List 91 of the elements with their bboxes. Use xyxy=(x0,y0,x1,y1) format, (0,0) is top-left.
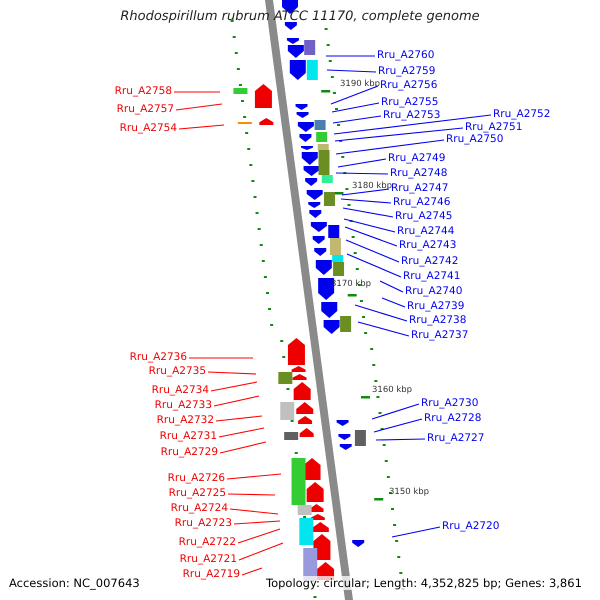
gene-label: Rru_A2724 xyxy=(170,502,228,515)
leader-line xyxy=(210,381,258,392)
gene-label: Rru_A2758 xyxy=(114,85,172,98)
gene-label: Rru_A2719 xyxy=(182,568,240,581)
gene-label: Rru_A2732 xyxy=(156,414,214,427)
gene-label: Rru_A2748 xyxy=(390,167,448,180)
gene-label: Rru_A2740 xyxy=(405,285,462,298)
leader-line xyxy=(344,218,396,233)
gene-label: Rru_A2739 xyxy=(407,300,464,313)
gene-label: Rru_A2757 xyxy=(116,103,174,116)
leader-line xyxy=(336,139,444,155)
leader-line xyxy=(234,520,280,525)
gene-label: Rru_A2736 xyxy=(130,351,187,364)
leader-line xyxy=(326,55,375,57)
leader-line xyxy=(218,427,264,438)
gene-label: Rru_A2743 xyxy=(399,239,456,252)
leader-line xyxy=(189,357,253,359)
leader-line xyxy=(208,371,256,375)
title: Rhodospirillum rubrum ATCC 11170, complete genome xyxy=(119,9,481,24)
gene-label: Rru_A2730 xyxy=(421,397,478,410)
leader-line xyxy=(374,418,422,433)
scale-label: 3180 kbp xyxy=(352,182,392,191)
gene-label: Rru_A2746 xyxy=(393,196,450,209)
gene-label: Rru_A2751 xyxy=(465,121,522,134)
gene-label: Rru_A2731 xyxy=(160,430,217,443)
gene-label: Rru_A2735 xyxy=(148,365,206,378)
gene-label: Rru_A2753 xyxy=(383,109,440,122)
leader-line xyxy=(238,542,284,561)
gene-label: Rru_A2741 xyxy=(403,270,460,283)
gene-label: Rru_A2720 xyxy=(442,520,500,533)
leader-line xyxy=(326,69,376,73)
gene-label: Rru_A2760 xyxy=(377,49,434,62)
leader-line xyxy=(372,403,420,420)
gene-label: Rru_A2728 xyxy=(424,412,482,425)
leader-line xyxy=(242,567,262,576)
gene-label: Rru_A2750 xyxy=(446,133,504,146)
gene-label: Rru_A2756 xyxy=(380,79,438,92)
leader-line xyxy=(358,321,410,337)
leader-line xyxy=(382,297,406,308)
gene-label: Rru_A2722 xyxy=(178,536,236,549)
leader-line xyxy=(230,508,278,515)
gene-label: Rru_A2744 xyxy=(397,225,454,238)
leader-line xyxy=(238,528,280,544)
gene-label: Rru_A2727 xyxy=(427,432,484,445)
leader-line xyxy=(392,526,440,538)
genome-summary: Topology: circular; Length: 4,352,825 bp; Genes: 3,861 xyxy=(266,576,582,590)
scale-label: 3190 kbp xyxy=(340,80,380,89)
leader-line xyxy=(334,114,492,135)
gene-label: Rru_A2733 xyxy=(154,399,212,412)
gene-label: Rru_A2734 xyxy=(152,384,209,397)
gene-label: Rru_A2755 xyxy=(381,96,438,109)
gene-label: Rru_A2723 xyxy=(174,517,232,530)
scale-label: 3150 kbp xyxy=(389,488,430,497)
gene-label: Rru_A2725 xyxy=(168,487,226,500)
accession-note: Accession: NC_007643 xyxy=(9,576,140,590)
leader-line xyxy=(380,280,404,292)
leader-line xyxy=(338,158,386,168)
gene-label: Rru_A2742 xyxy=(401,255,458,268)
leader-line xyxy=(376,438,426,441)
leader-line xyxy=(226,473,282,480)
gene-label: Rru_A2726 xyxy=(168,472,225,485)
gene-label: Rru_A2729 xyxy=(160,446,218,459)
leader-line xyxy=(342,188,390,196)
leader-line xyxy=(332,102,380,113)
leader-line xyxy=(346,240,400,262)
leader-line xyxy=(336,172,388,175)
gene-label: Rru_A2745 xyxy=(395,210,452,223)
leader-line xyxy=(340,198,392,204)
gene-label: Rru_A2749 xyxy=(388,152,446,165)
scale-label: 3160 kbp xyxy=(372,386,412,395)
leader-line xyxy=(220,441,266,454)
leader-line xyxy=(330,85,378,105)
leader-line xyxy=(344,226,398,247)
leader-line xyxy=(178,124,224,130)
leader-line xyxy=(332,115,382,124)
leader-line xyxy=(354,304,408,322)
leader-line xyxy=(174,91,220,93)
gene-label: Rru_A2738 xyxy=(409,314,466,327)
leader-line xyxy=(216,415,262,422)
leader-line xyxy=(228,493,276,496)
gene-label: Rru_A2747 xyxy=(391,182,448,195)
gene-label: Rru_A2752 xyxy=(493,108,550,121)
gene-label: Rru_A2754 xyxy=(120,122,177,135)
leader-line xyxy=(176,103,222,111)
gene-label: Rru_A2737 xyxy=(411,329,468,342)
leader-line xyxy=(346,254,402,278)
gene-label: Rru_A2721 xyxy=(180,553,237,566)
leader-line xyxy=(334,127,464,142)
gene-label: Rru_A2759 xyxy=(378,65,436,78)
leader-line xyxy=(342,207,394,218)
leader-line xyxy=(214,395,260,407)
